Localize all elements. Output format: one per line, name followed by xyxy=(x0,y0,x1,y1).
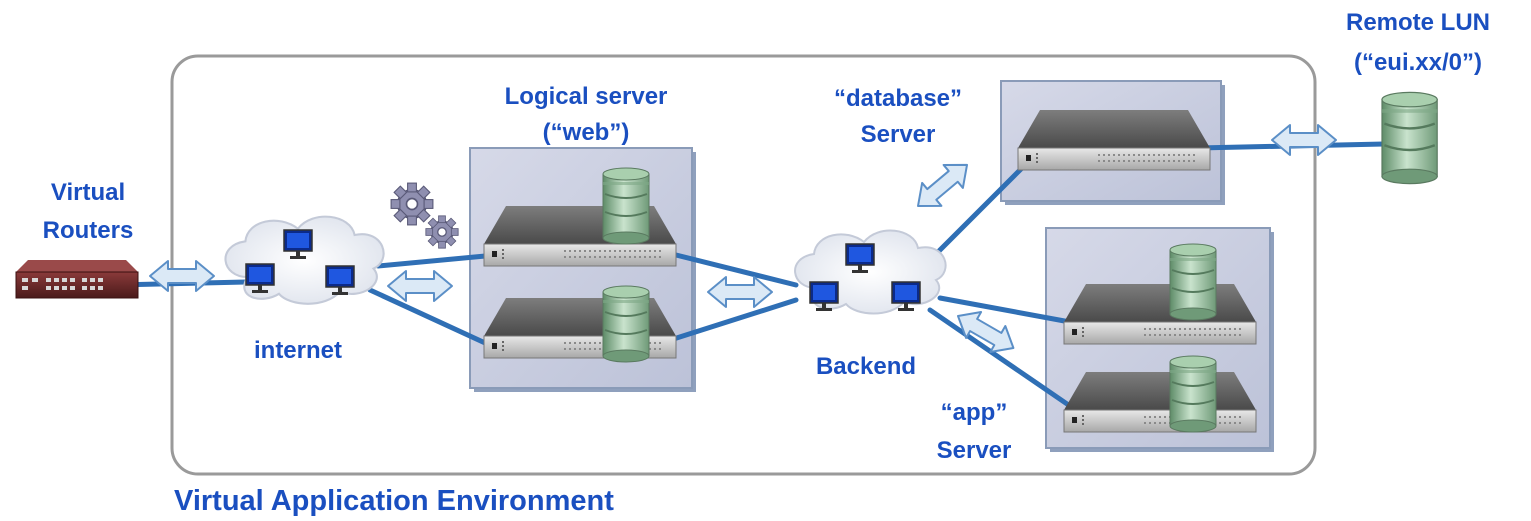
app-server-label-line1: “app” xyxy=(941,399,1008,426)
logical-server-label-line1: Logical server xyxy=(505,83,668,110)
app-server-label-line2: Server xyxy=(937,437,1012,464)
remote-lun-label-line2: (“eui.xx/0”) xyxy=(1354,49,1482,76)
virtual-routers-label-line1: Virtual xyxy=(51,179,125,206)
database-server-label-line2: Server xyxy=(861,121,936,148)
backend-label: Backend xyxy=(816,353,916,380)
link-backend-app2 xyxy=(927,307,1073,409)
link-web2-backend xyxy=(661,297,799,345)
logical-server-label-line2: (“web”) xyxy=(543,119,630,146)
database-icon xyxy=(1169,243,1217,321)
server-icon xyxy=(1063,283,1257,345)
database-server-label-line1: “database” xyxy=(834,85,962,112)
router-icon xyxy=(15,260,139,299)
remote-lun-database-icon xyxy=(1380,91,1439,185)
database-server xyxy=(1017,109,1211,171)
internet-label: internet xyxy=(254,337,342,364)
virtual-routers-label-line2: Routers xyxy=(43,217,134,244)
link-backend-app1 xyxy=(937,295,1073,325)
environment-title: Virtual Application Environment xyxy=(174,485,614,517)
link-internet-web1 xyxy=(375,252,499,269)
link-web1-backend xyxy=(661,249,799,288)
server-icon xyxy=(1063,371,1257,433)
link-internet-web2 xyxy=(367,287,499,351)
link-backend-database xyxy=(925,157,1033,265)
database-icon xyxy=(602,167,650,245)
remote-lun-label-line1: Remote LUN xyxy=(1346,9,1490,36)
database-icon xyxy=(602,285,650,363)
database-icon xyxy=(1169,355,1217,433)
server-icon xyxy=(1017,109,1211,171)
